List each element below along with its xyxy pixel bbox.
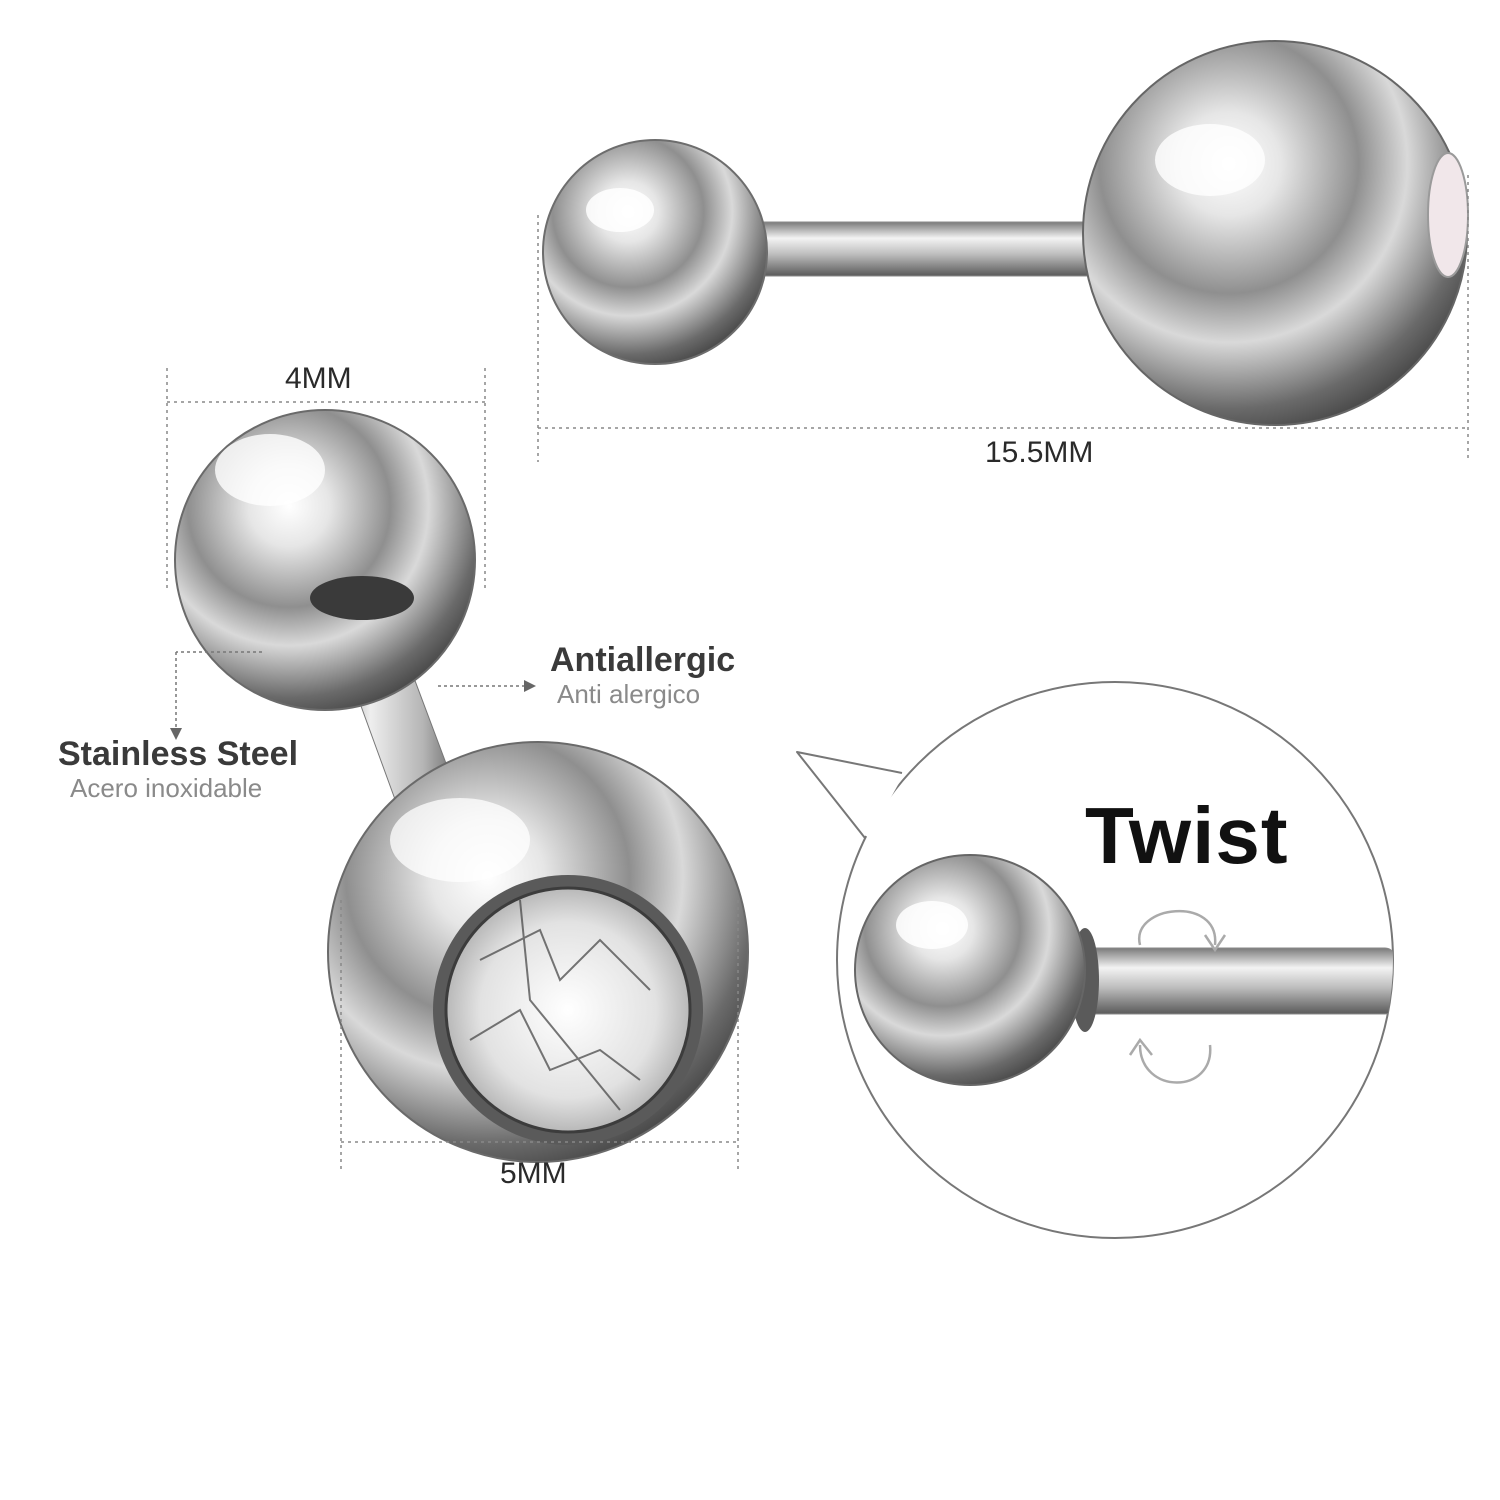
horizontal-barbell — [542, 40, 1469, 426]
rotate-arrows-icon — [1128, 910, 1227, 1084]
small-ball-dimension-label: 4MM — [285, 362, 352, 395]
large-ball-dimension-guides — [340, 900, 739, 1172]
vertical-barbell — [174, 409, 749, 1163]
large-ball-dimension-label: 5MM — [500, 1157, 567, 1190]
steel-pointer — [170, 651, 262, 740]
length-dimension-label: 15.5MM — [985, 436, 1094, 469]
allergy-title: Antiallergic — [550, 641, 736, 679]
twist-title: Twist — [1085, 791, 1289, 880]
steel-title: Stainless Steel — [58, 735, 299, 773]
twist-callout-bubble — [796, 681, 1394, 1239]
length-dimension-guides — [537, 175, 1469, 462]
small-ball-dimension-guides — [166, 368, 486, 590]
allergy-subtitle: Anti alergico — [557, 679, 701, 709]
steel-subtitle: Acero inoxidable — [70, 773, 263, 803]
